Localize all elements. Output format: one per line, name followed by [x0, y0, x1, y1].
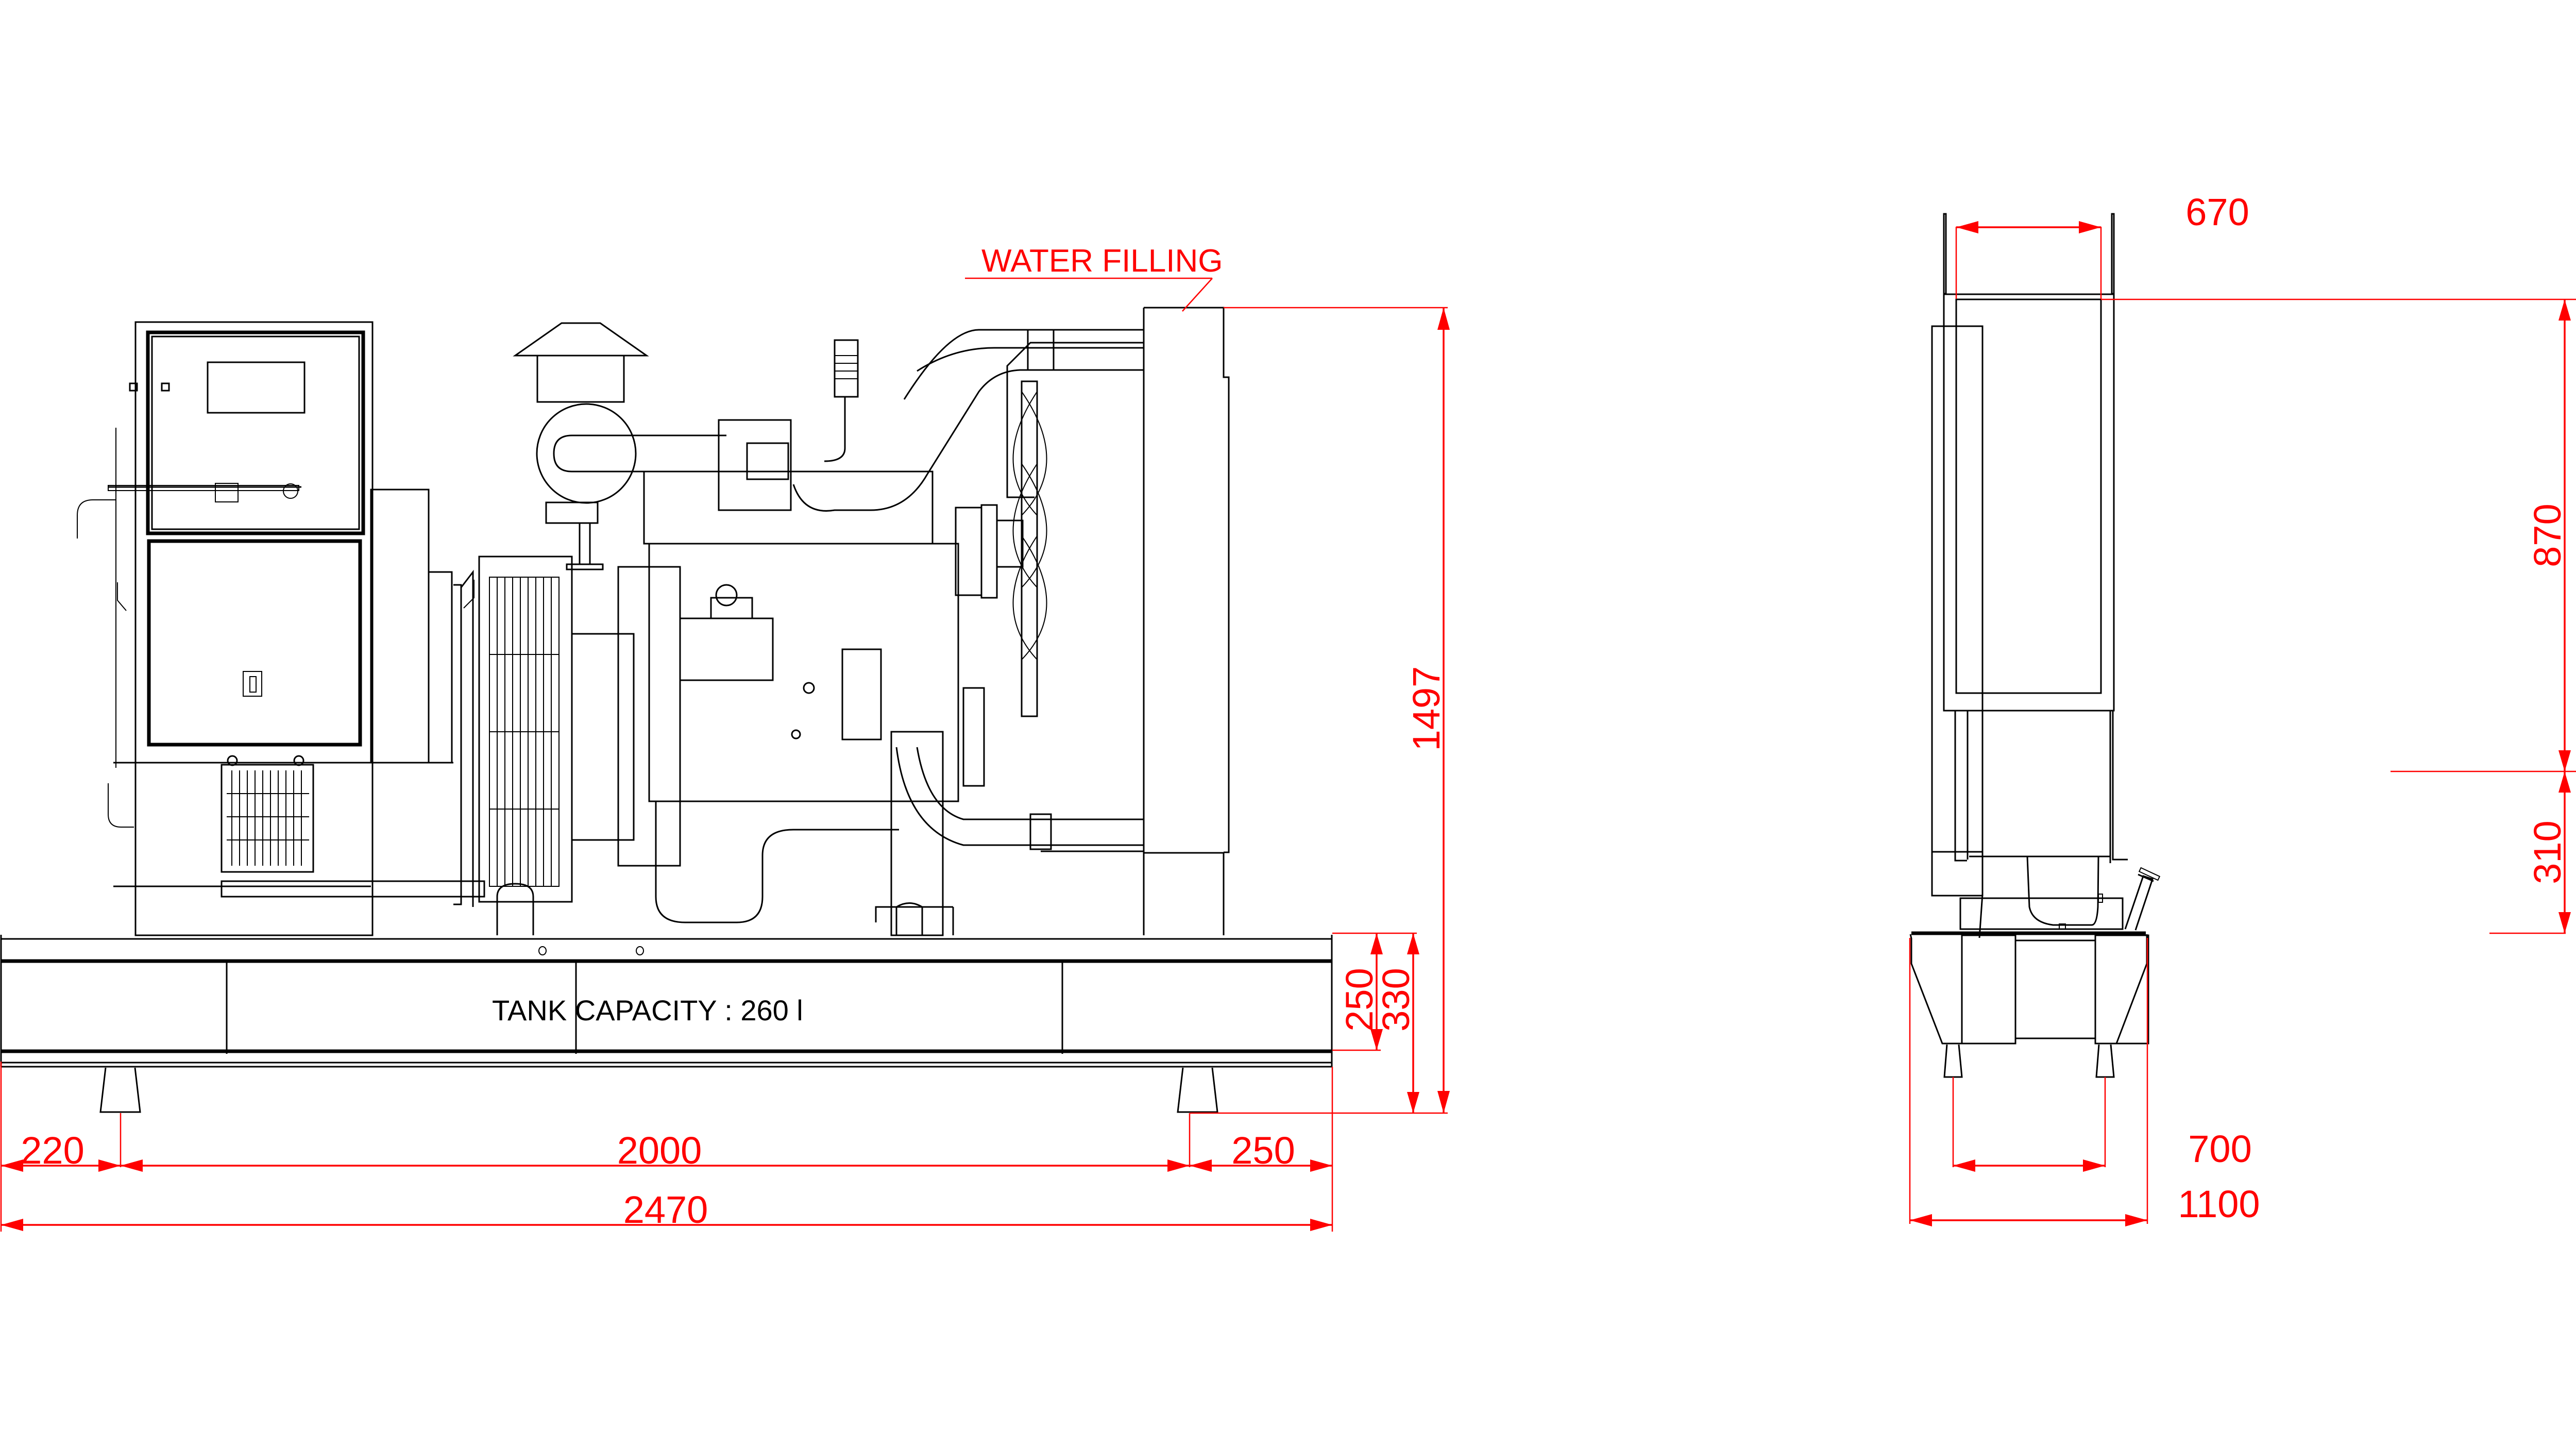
radiator-core: [1955, 298, 2102, 694]
svg-text:220: 220: [21, 1129, 84, 1172]
svg-text:700: 700: [2188, 1128, 2251, 1170]
panel-switch: [215, 483, 239, 502]
front-leg-left: [99, 1067, 141, 1113]
breaker-switch: [243, 671, 262, 697]
fins: [489, 577, 559, 886]
svg-text:250: 250: [1338, 968, 1381, 1031]
side-base-frame: [1909, 931, 2149, 1045]
base-frame: [0, 935, 1333, 1068]
svg-text:2470: 2470: [623, 1188, 708, 1231]
front-leg-right: [1177, 1067, 1218, 1113]
cooling-fan: [955, 380, 1047, 787]
fuel-filler-neck: [2124, 875, 2154, 931]
flywheel-housing: [478, 556, 573, 935]
svg-text:670: 670: [2185, 191, 2249, 233]
svg-text:1100: 1100: [2178, 1183, 2260, 1225]
engine-block: [571, 470, 959, 936]
panel-side: [1931, 325, 1984, 897]
alternator: [221, 489, 485, 907]
dim-tank-height: 250: [1338, 933, 1383, 1050]
dim-radiator-height: 870: [2526, 299, 2571, 771]
svg-text:1497: 1497: [1405, 666, 1448, 751]
front-dimensions: WATER FILLING 1497 330 25: [0, 243, 1450, 1232]
dim-chain-lengths: 220 2000 250: [1, 1129, 1332, 1172]
svg-text:330: 330: [1375, 968, 1417, 1031]
svg-text:2000: 2000: [617, 1129, 702, 1172]
oil-filter: [841, 648, 882, 741]
side-leg-left: [1943, 1044, 1963, 1078]
dim-overall-length: 2470: [1, 1188, 1332, 1231]
svg-text:WATER FILLING: WATER FILLING: [981, 243, 1223, 279]
oil-sump: [2026, 856, 2099, 926]
lifting-handle-right: [463, 580, 474, 609]
front-view: TANK CAPACITY : 260 l: [0, 307, 1333, 1113]
dim-overall-width: 1100: [1909, 938, 2260, 1226]
dim-base-height: 330: [1375, 933, 1419, 1113]
air-filter: [513, 322, 726, 570]
svg-text:250: 250: [1231, 1129, 1295, 1172]
lifting-handle-left: [117, 582, 127, 611]
radiator-frame: [1943, 293, 2115, 712]
water-filling-callout: WATER FILLING: [965, 243, 1223, 312]
grille-bars: [227, 770, 309, 866]
side-dimensions: 670 870 310 700: [1909, 191, 2576, 1226]
dim-radiator-bottom: 310: [2526, 771, 2571, 933]
svg-text:310: 310: [2526, 820, 2569, 884]
tank-capacity-label: TANK CAPACITY : 260 l: [492, 994, 803, 1027]
side-view: [1909, 213, 2161, 1078]
side-leg-right: [2095, 1044, 2115, 1078]
dim-side-leg-spacing: 700: [1952, 1077, 2252, 1172]
display-screen: [207, 361, 306, 414]
turbo-and-pipes: [718, 329, 1144, 850]
control-panel: [77, 321, 453, 936]
svg-text:870: 870: [2526, 503, 2569, 567]
dim-radiator-width: 670: [1955, 191, 2249, 299]
radiator-housing: [1006, 307, 1230, 935]
dim-overall-height: 1497: [1405, 308, 1450, 1113]
vent-grille: [221, 764, 314, 873]
svg-text:TANK CAPACITY : 260 l: TANK CAPACITY : 260 l: [492, 994, 803, 1027]
